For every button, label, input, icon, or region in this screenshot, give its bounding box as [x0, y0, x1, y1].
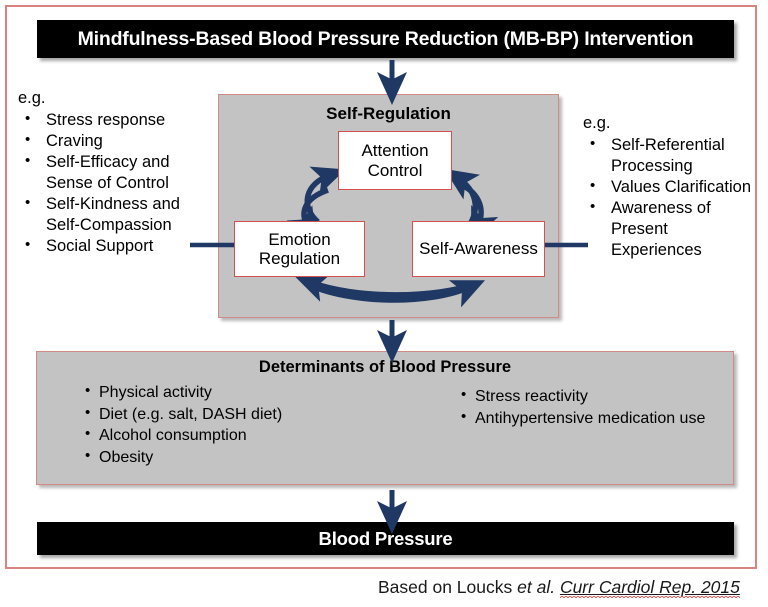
list-item: Diet (e.g. salt, DASH diet) — [85, 403, 415, 426]
list-item: Antihypertensive medication use — [461, 407, 731, 430]
list-item: Obesity — [85, 446, 415, 469]
self-regulation-heading: Self-Regulation — [326, 104, 451, 123]
examples-right-column: e.g. Self-Referential Processing Values … — [583, 113, 759, 261]
list-item: Physical activity — [85, 381, 415, 404]
examples-left-label: e.g. — [18, 89, 46, 107]
list-item: Values Clarification — [583, 176, 759, 198]
blood-pressure-banner: Blood Pressure — [37, 522, 734, 555]
determinants-column-2: Stress reactivity Antihypertensive medic… — [461, 385, 731, 430]
examples-right-list: Self-Referential Processing Values Clari… — [583, 134, 759, 261]
determinants-column-1: Physical activity Diet (e.g. salt, DASH … — [85, 381, 415, 469]
determinants-panel: Determinants of Blood Pressure Physical … — [36, 351, 734, 485]
citation-prefix: Based on Loucks — [378, 577, 518, 597]
list-item: Stress reactivity — [461, 385, 731, 408]
citation-et-al: et al. — [517, 577, 560, 597]
determinants-list-2: Stress reactivity Antihypertensive medic… — [461, 385, 731, 430]
intervention-title-banner: Mindfulness-Based Blood Pressure Reducti… — [37, 20, 734, 58]
list-item: Self-Referential Processing — [583, 134, 759, 177]
list-item: Awareness of Present Experiences — [583, 197, 759, 261]
examples-left-column: e.g. Stress response Craving Self-Effica… — [18, 88, 210, 257]
list-item: Self-Efficacy and Sense of Control — [18, 151, 210, 194]
citation-journal: Curr Cardiol Rep. 2015 — [559, 577, 740, 597]
node-self-awareness: Self-Awareness — [412, 221, 545, 277]
list-item: Stress response — [18, 109, 210, 131]
node-attention-control: Attention Control — [338, 131, 452, 190]
list-item: Social Support — [18, 235, 210, 257]
list-item: Craving — [18, 130, 210, 152]
determinants-list-1: Physical activity Diet (e.g. salt, DASH … — [85, 381, 415, 469]
list-item: Self-Kindness and Self-Compassion — [18, 193, 210, 236]
node-emotion-regulation: Emotion Regulation — [234, 221, 365, 277]
citation: Based on Loucks et al. Curr Cardiol Rep.… — [378, 577, 740, 598]
examples-left-list: Stress response Craving Self-Efficacy an… — [18, 109, 210, 257]
determinants-heading: Determinants of Blood Pressure — [258, 358, 512, 376]
list-item: Alcohol consumption — [85, 424, 415, 447]
self-regulation-panel: Self-Regulation — [218, 94, 559, 318]
examples-right-label: e.g. — [583, 114, 611, 132]
